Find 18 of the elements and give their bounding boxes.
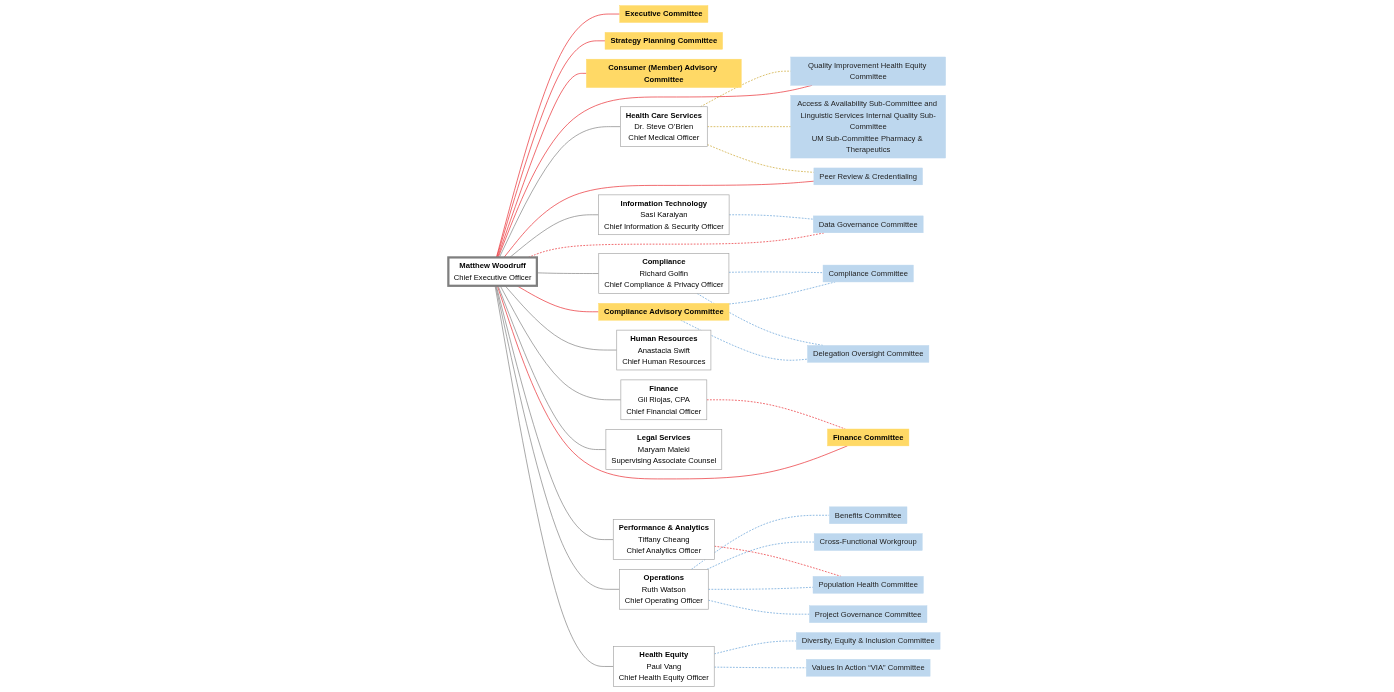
connector [497, 285, 848, 480]
connector [497, 85, 813, 258]
connector [495, 285, 614, 540]
connector [680, 319, 808, 361]
connector [496, 13, 621, 258]
connector [495, 285, 620, 590]
connector [536, 272, 600, 274]
connector [496, 40, 606, 258]
connector [690, 514, 830, 570]
connector [494, 285, 614, 667]
connector [499, 285, 622, 401]
connector [497, 285, 607, 450]
connector [504, 285, 618, 351]
connector [497, 73, 587, 258]
connector [509, 214, 599, 258]
connector [503, 180, 815, 258]
connector [499, 126, 621, 258]
connector [728, 271, 824, 273]
